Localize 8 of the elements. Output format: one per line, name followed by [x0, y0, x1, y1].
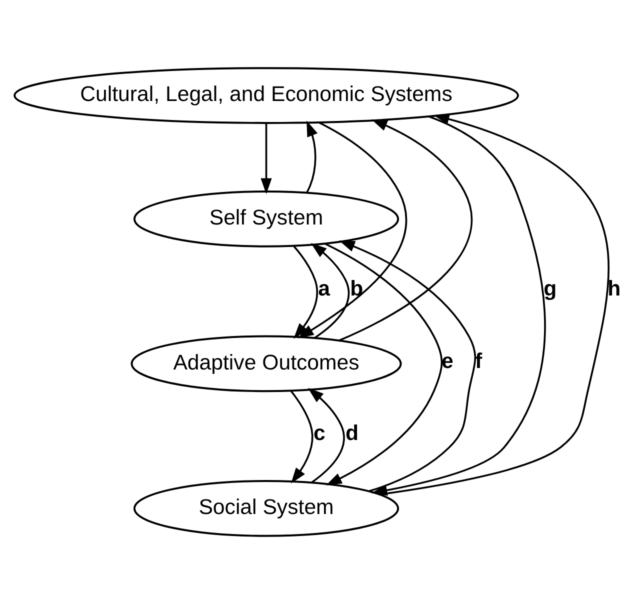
- edge-label: f: [475, 348, 482, 372]
- edge-label: c: [313, 420, 326, 445]
- edge-label: g: [544, 276, 557, 300]
- edge-label: e: [441, 348, 454, 372]
- edge-label: b: [350, 276, 364, 300]
- edge-label: a: [318, 276, 330, 300]
- edge-label: d: [345, 420, 359, 445]
- edge-label: h: [608, 276, 621, 300]
